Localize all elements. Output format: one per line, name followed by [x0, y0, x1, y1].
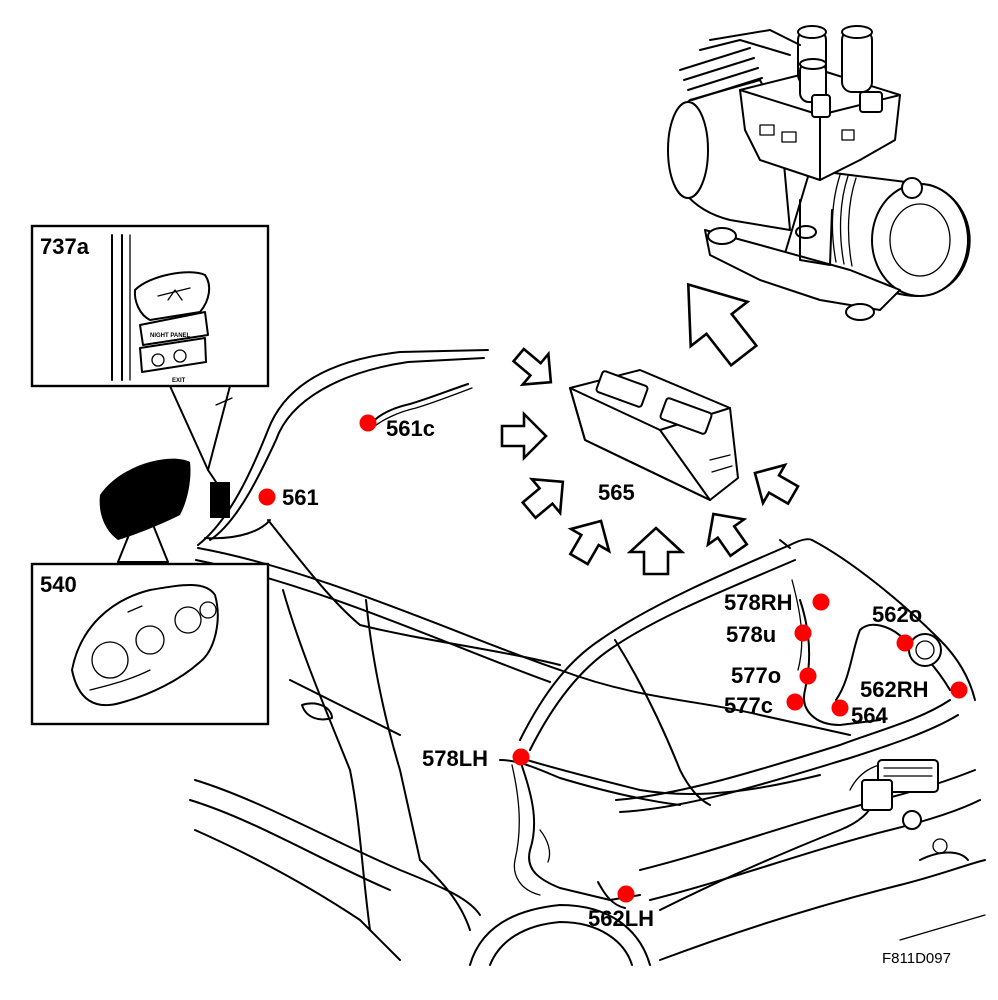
marker-562o	[896, 634, 914, 652]
label-565: 565	[598, 480, 635, 505]
label-564: 564	[851, 703, 888, 728]
arrow-5	[626, 526, 686, 576]
night-panel-text: NIGHT PANEL	[150, 333, 191, 339]
label-577o: 577o	[731, 663, 781, 688]
arrow-6	[706, 512, 749, 558]
marker-578RH	[812, 593, 830, 611]
label-562RH: 562RH	[860, 677, 928, 702]
arrow-2	[500, 410, 548, 462]
signal-arrows	[500, 282, 800, 576]
marker-562LH	[617, 885, 635, 903]
connector-markers	[258, 414, 968, 903]
label-562LH: 562LH	[588, 906, 654, 931]
exit-text: EXIT	[172, 378, 186, 384]
label-561c: 561c	[386, 416, 435, 441]
label-578LH: 578LH	[422, 746, 488, 771]
marker-578LH	[512, 748, 530, 766]
car-body	[189, 349, 986, 966]
component-labels: 561c 561 578RH 578u 562o 577o 562RH 577c…	[282, 416, 928, 931]
switch-location-block	[210, 482, 230, 518]
label-561: 561	[282, 485, 319, 510]
hydraulic-pump-unit	[667, 25, 971, 321]
instrument-cluster-silhouette	[99, 458, 191, 563]
inset-540: 540	[30, 562, 270, 726]
figure-code: F811D097	[882, 950, 951, 967]
label-540: 540	[40, 572, 77, 597]
marker-561c	[359, 414, 377, 432]
arrow-1	[511, 347, 553, 387]
marker-577o	[799, 667, 817, 685]
marker-562RH	[950, 681, 968, 699]
label-562o: 562o	[872, 602, 922, 627]
arrow-to-pump	[686, 282, 759, 368]
label-578u: 578u	[726, 622, 776, 647]
label-577c: 577c	[724, 693, 773, 718]
marker-578u	[794, 624, 812, 642]
marker-561	[258, 488, 276, 506]
label-578RH: 578RH	[724, 590, 792, 615]
roof-control-module: 565	[569, 369, 739, 505]
arrow-3	[520, 477, 565, 520]
marker-577c	[786, 693, 804, 711]
label-737a: 737a	[40, 234, 90, 259]
arrow-4	[567, 519, 612, 566]
inset-737a: 737a NIGHT PANEL EXIT	[30, 224, 270, 483]
marker-564	[831, 699, 849, 717]
arrow-7	[753, 462, 800, 507]
